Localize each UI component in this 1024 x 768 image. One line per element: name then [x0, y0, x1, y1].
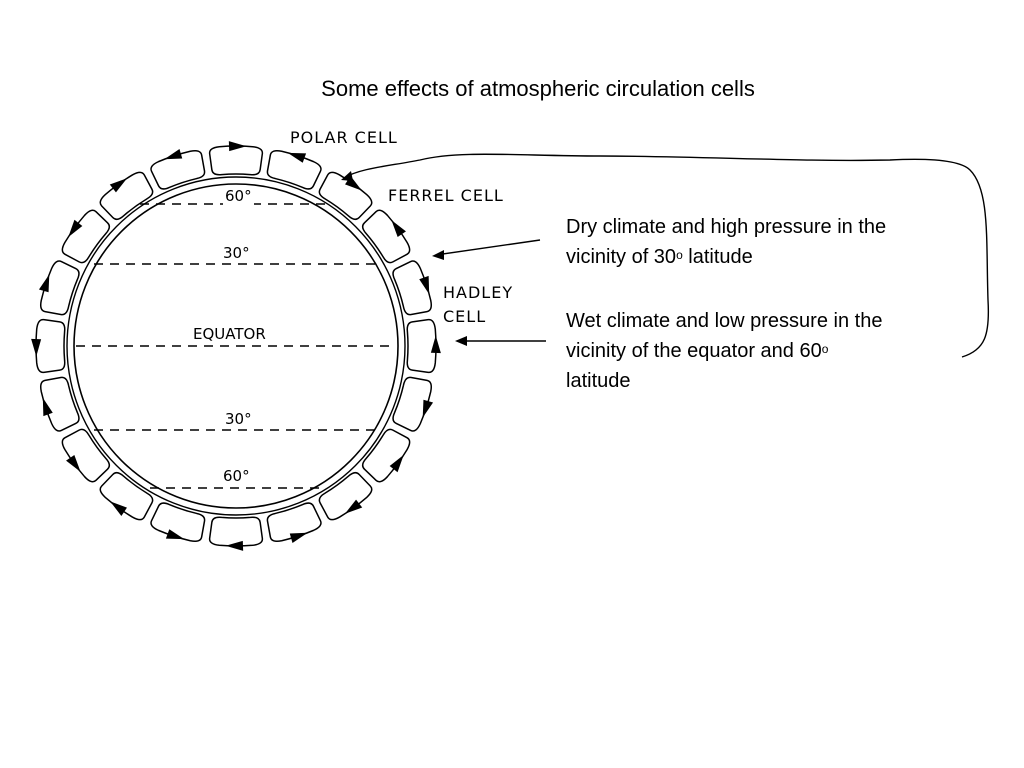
note-dry-line2-end: latitude [682, 246, 753, 268]
arrowhead-wet [455, 336, 467, 346]
note-wet-line1: Wet climate and low pressure in the [566, 310, 883, 332]
note-wet-superscript: o [821, 342, 829, 356]
cell-flow-arrowhead [38, 274, 50, 293]
cell-flow-arrowhead [389, 454, 404, 473]
cell-flow-arrowhead [68, 219, 83, 238]
lat-label-north-30: 30° [221, 244, 252, 262]
circulation-cell [406, 318, 437, 374]
note-wet-climate: Wet climate and low pressure in the vici… [566, 306, 986, 396]
cell-flow-arrowhead [165, 529, 185, 540]
pointer-arrows [343, 153, 990, 358]
circulation-cell [392, 260, 433, 316]
circulation-cell [266, 502, 322, 543]
circulation-cell [318, 471, 373, 521]
circulation-cell [150, 149, 206, 190]
note-wet-line3: latitude [566, 370, 631, 392]
earth-outline-inner [73, 183, 399, 509]
label-polar-cell: POLAR CELL [290, 128, 398, 147]
cell-flow-arrowhead [66, 455, 81, 472]
cell-flow-arrowhead [344, 499, 363, 514]
cell-flow-arrowhead [289, 532, 308, 544]
lat-label-north-60: 60° [223, 187, 254, 205]
cell-flow-arrowhead [164, 148, 183, 160]
earth-outline-outer [66, 176, 406, 516]
cell-flow-arrowhead [228, 141, 247, 152]
lat-label-equator: EQUATOR [191, 325, 268, 343]
circulation-cell [266, 149, 322, 190]
cell-flow-arrowhead [109, 178, 128, 193]
note-dry-superscript: o [676, 248, 683, 262]
cell-flow-arrowhead [430, 335, 441, 354]
label-hadley-line2: CELL [443, 307, 487, 326]
cell-arrows [31, 141, 441, 551]
circulation-cell [208, 145, 264, 176]
cell-flow-arrowhead [225, 540, 244, 551]
slide-title: Some effects of atmospheric circulation … [0, 76, 1024, 102]
hand-drawn-connector [343, 153, 990, 358]
arrowhead-connector [341, 171, 353, 181]
lat-label-south-30: 30° [223, 410, 254, 428]
label-ferrel-cell: FERREL CELL [388, 186, 504, 205]
note-dry-line2-text: vicinity of 30 [566, 246, 677, 268]
circulation-cell [61, 428, 111, 483]
cell-flow-arrowhead [110, 501, 127, 516]
circulation-cell [208, 516, 264, 547]
circulation-cell [361, 428, 411, 483]
note-dry-line1: Dry climate and high pressure in the [566, 216, 887, 238]
title-text: Some effects of atmospheric circulation … [321, 76, 755, 101]
circulation-cell [150, 502, 206, 543]
note-dry-line2: vicinity of 30o latitude [566, 242, 986, 272]
cell-flow-arrowhead [391, 220, 406, 237]
note-wet-line2-text: vicinity of the equator and 60 [566, 340, 822, 362]
cell-flow-arrowhead [287, 152, 307, 163]
label-hadley-line1: HADLEY [443, 283, 514, 302]
cell-flow-arrowhead [31, 338, 42, 357]
circulation-cell [318, 171, 373, 221]
cell-flow-arrowhead [42, 397, 53, 417]
circulation-cell [392, 376, 433, 432]
note-wet-line2: vicinity of the equator and 60o [566, 336, 986, 366]
arrowhead-dry [432, 250, 444, 260]
circulation-cell [99, 171, 154, 221]
circulation-cell [39, 260, 80, 316]
circulation-cell [39, 376, 80, 432]
circulation-cell [35, 318, 66, 374]
circulation-cell [61, 209, 111, 264]
pointer-arrowheads [341, 171, 467, 346]
lat-label-south-60: 60° [221, 467, 252, 485]
note-dry-climate: Dry climate and high pressure in the vic… [566, 212, 986, 272]
cell-flow-arrowhead [419, 275, 430, 295]
cell-flow-arrowhead [422, 399, 434, 418]
circulation-cell [99, 471, 154, 521]
circulation-cells [35, 145, 437, 547]
arrow-dry-pointer [435, 239, 541, 256]
circulation-cell [361, 209, 411, 264]
